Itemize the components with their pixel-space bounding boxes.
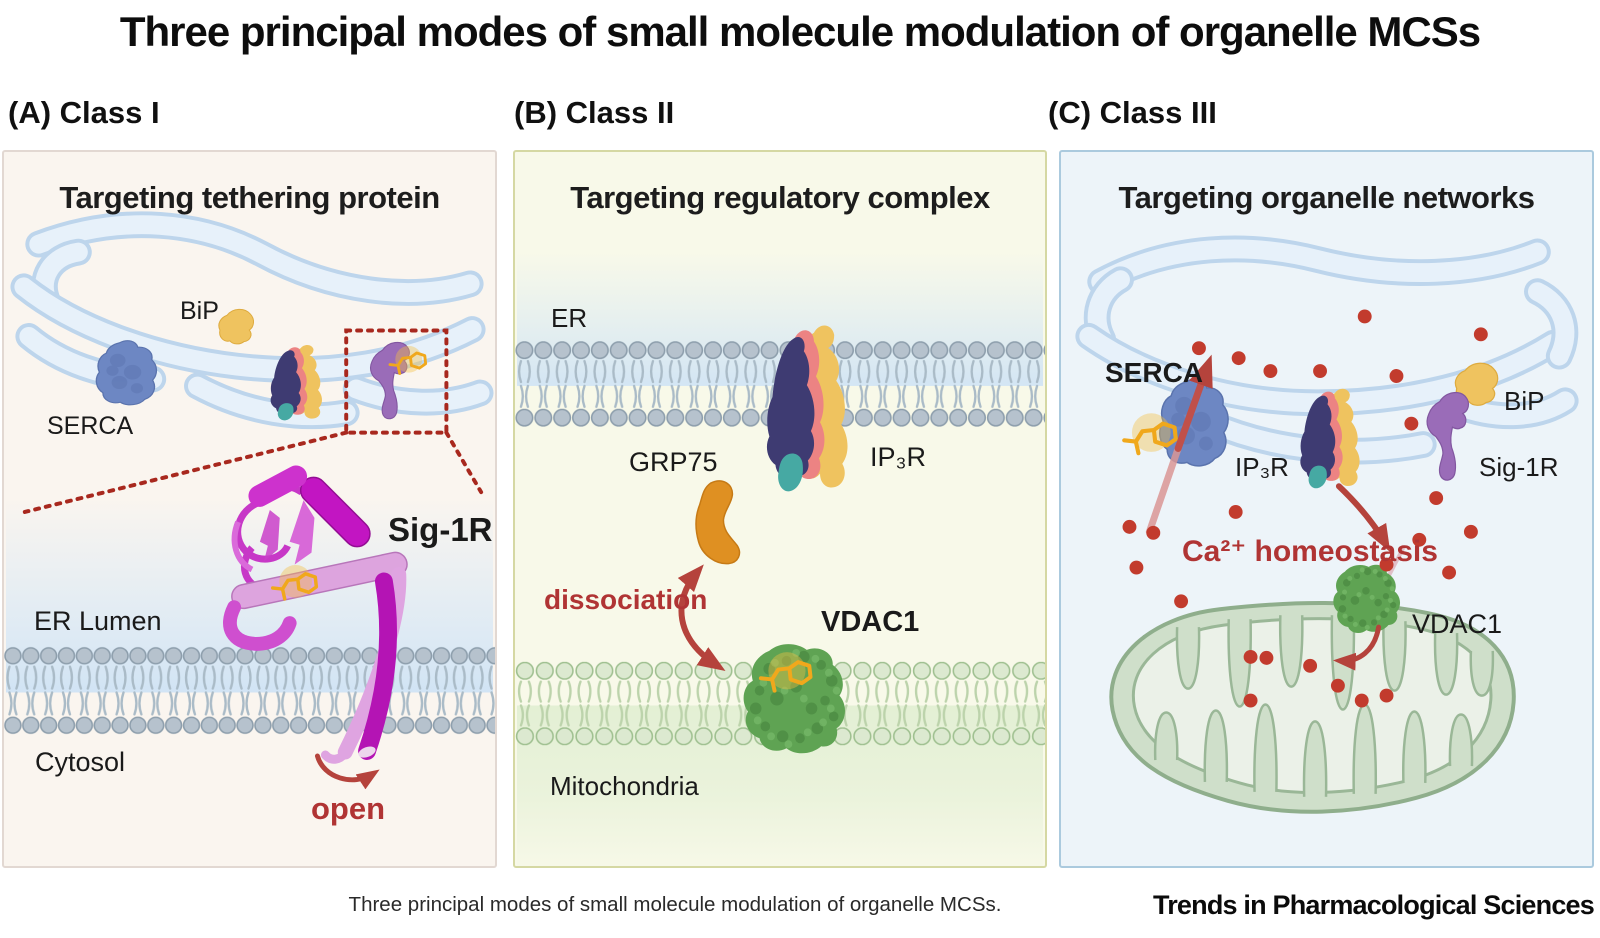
er-tubules xyxy=(10,211,494,430)
sig1r-ribbon-structure xyxy=(223,465,408,764)
panel-a-class-label: (A) Class I xyxy=(8,95,160,130)
dissociation-arrow xyxy=(677,564,726,671)
sig1r-label: Sig-1R xyxy=(388,511,493,548)
ip3r-label: IP₃R xyxy=(870,442,927,472)
mitochondria-label: Mitochondria xyxy=(550,771,699,801)
panel-a-illustration xyxy=(4,211,495,790)
panel-a-header: Targeting tethering protein xyxy=(59,180,440,215)
panel-a: Targeting tethering protein BiP SERCA Si… xyxy=(2,150,497,868)
serca-label: SERCA xyxy=(47,412,134,440)
panel-b-header: Targeting regulatory complex xyxy=(570,180,990,215)
serca-flux-arrow xyxy=(1145,354,1213,536)
panel-c-class-label: (C) Class III xyxy=(1048,95,1217,130)
er-label: ER xyxy=(551,303,588,333)
open-arrow xyxy=(314,753,380,790)
serca-protein xyxy=(95,340,158,406)
sig1r-label: Sig-1R xyxy=(1479,452,1559,482)
zoom-dotted-box xyxy=(22,328,484,514)
journal-name: Trends in Pharmacological Sciences xyxy=(1153,890,1595,920)
bip-protein xyxy=(218,308,255,345)
bip-label: BiP xyxy=(1504,386,1545,416)
panel-c-illustration xyxy=(1075,235,1579,814)
mitochondrion xyxy=(1109,601,1516,814)
grp75-protein xyxy=(695,480,741,565)
vdac1-uptake-arrow xyxy=(1332,624,1382,671)
figure-title: Three principal modes of small molecule … xyxy=(119,8,1481,55)
open-label: open xyxy=(311,791,386,826)
calcium-ions xyxy=(1122,309,1488,708)
er-lumen-label: ER Lumen xyxy=(34,606,162,636)
ca-homeostasis-label: Ca²⁺ homeostasis xyxy=(1182,535,1438,568)
serca-protein xyxy=(1159,378,1229,467)
dissociation-label: dissociation xyxy=(544,584,708,615)
figure-caption: Three principal modes of small molecule … xyxy=(348,893,1002,916)
ip3r-release-arrow xyxy=(1335,483,1391,553)
bip-label: BiP xyxy=(180,297,219,325)
panel-b-illustration xyxy=(515,251,1045,866)
serca-label: SERCA xyxy=(1105,357,1204,388)
grp75-label: GRP75 xyxy=(629,447,718,477)
panel-b-class-label: (B) Class II xyxy=(514,95,675,130)
cytosol-label: Cytosol xyxy=(35,747,126,777)
ip3r-label: IP₃R xyxy=(1235,452,1289,482)
vdac1-label: VDAC1 xyxy=(1412,609,1503,639)
panel-c: Targeting organelle networks SERCA IP₃R … xyxy=(1059,150,1594,868)
panel-c-header: Targeting organelle networks xyxy=(1118,180,1535,215)
panel-b: Targeting regulatory complex ER GRP75 IP… xyxy=(513,150,1047,868)
lipid-bilayer xyxy=(4,646,495,735)
vdac1-label: VDAC1 xyxy=(821,606,920,638)
